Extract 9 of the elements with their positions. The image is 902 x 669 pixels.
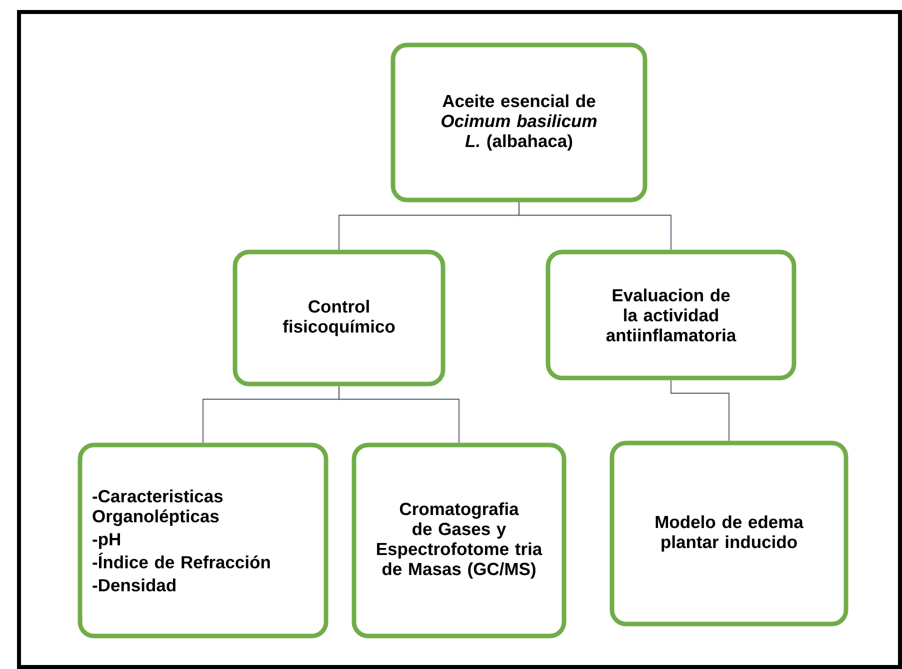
process-box: -Caracteristicas Organolépticas -pH -Índice de Refracción -Densidad — [78, 442, 328, 638]
connector-line — [670, 380, 730, 442]
connector-line — [338, 386, 460, 444]
process-box: Evaluacion de la actividad antiinflamatoria — [546, 250, 796, 380]
process-box: Aceite esencial de Ocimum basilicum L. (albahaca) — [390, 42, 648, 202]
process-box: Cromatografia de Gases y Espectrofotome tria de Masas (GC/MS) — [352, 442, 566, 638]
process-box: Modelo de edema plantar inducido — [610, 440, 848, 626]
process-box: Control fisicoquímico — [232, 250, 446, 386]
connector-line — [518, 202, 672, 250]
